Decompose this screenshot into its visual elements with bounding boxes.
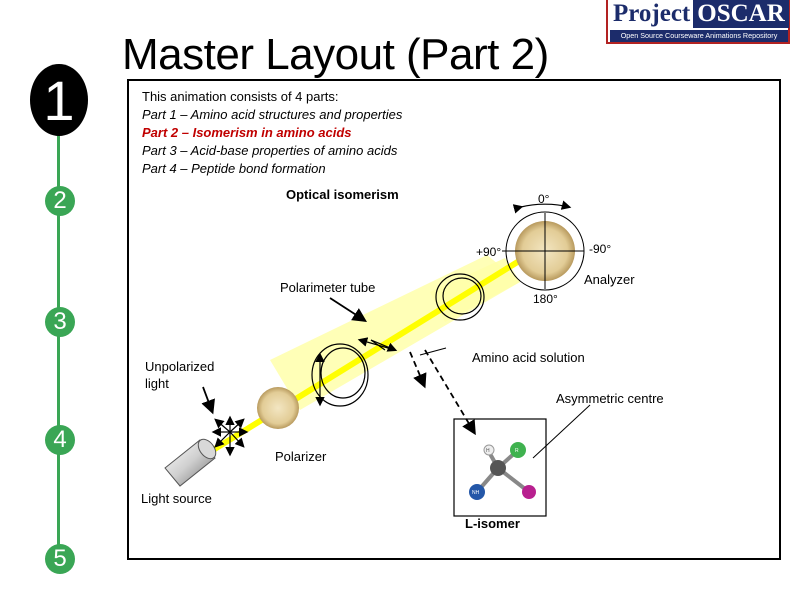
rotation-arrow (512, 200, 572, 214)
logo-text-oscar: OSCAR (693, 0, 789, 28)
l-isomer-label: L-isomer (465, 516, 520, 531)
step-3-label: 3 (53, 308, 67, 335)
unpolarized-vibration-arrows (211, 415, 249, 457)
logo-tagline: Open Source Courseware Animations Reposi… (610, 30, 788, 42)
polarizer-disc (257, 387, 299, 429)
intro-part-2-highlighted: Part 2 – Isomerism in amino acids (142, 125, 352, 140)
intro-line: This animation consists of 4 parts: (142, 89, 339, 104)
intro-part-1: Part 1 – Amino acid structures and prope… (142, 107, 403, 122)
solution-pointer (419, 347, 447, 356)
intro-text: This animation consists of 4 parts: Part… (142, 88, 402, 178)
project-oscar-logo[interactable]: Project OSCAR Open Source Courseware Ani… (608, 0, 793, 46)
page-title: Master Layout (Part 2) (122, 30, 549, 79)
asymmetric-centre-label: Asymmetric centre (556, 391, 664, 406)
light-source (164, 438, 217, 487)
step-3-badge[interactable]: 3 (45, 307, 75, 337)
step-5-badge[interactable]: 5 (45, 544, 75, 574)
callout-arrows (201, 297, 368, 415)
logo-frame (606, 0, 790, 44)
angle-0-label: 0° (538, 192, 550, 206)
atom-r: R (515, 448, 519, 454)
intro-part-4: Part 4 – Peptide bond formation (142, 161, 326, 176)
step-4-badge[interactable]: 4 (45, 425, 75, 455)
step-2-label: 2 (53, 187, 67, 214)
polarimeter-tube-label: Polarimeter tube (280, 280, 376, 295)
angle-plus90-label: +90° (476, 245, 502, 259)
optical-isomerism-label: Optical isomerism (286, 187, 399, 202)
intro-part-3: Part 3 – Acid-base properties of amino a… (142, 143, 398, 158)
atom-h: H (486, 448, 490, 454)
polarizer-label: Polarizer (275, 449, 327, 464)
asymmetric-centre-pointer (532, 404, 591, 459)
l-isomer-molecule: H R NH (469, 442, 536, 500)
step-1-badge[interactable]: 1 (30, 64, 88, 136)
step-2-badge[interactable]: 2 (45, 186, 75, 216)
analyzer (502, 211, 585, 291)
angle-180-label: 180° (533, 292, 558, 306)
dashed-callouts (409, 349, 476, 436)
light-source-label: Light source (141, 491, 212, 506)
step-5-label: 5 (53, 545, 67, 572)
step-1-label: 1 (43, 68, 75, 132)
step-4-label: 4 (53, 426, 67, 453)
analyzer-label: Analyzer (584, 272, 635, 287)
logo-text-project: Project (610, 0, 694, 28)
angle-minus90-label: -90° (589, 242, 612, 256)
unpolarized-light-label: Unpolarized light (145, 359, 215, 391)
amino-acid-solution-label: Amino acid solution (472, 350, 585, 365)
polarimeter-tube-rings (311, 273, 485, 407)
atom-n: NH (472, 490, 480, 496)
